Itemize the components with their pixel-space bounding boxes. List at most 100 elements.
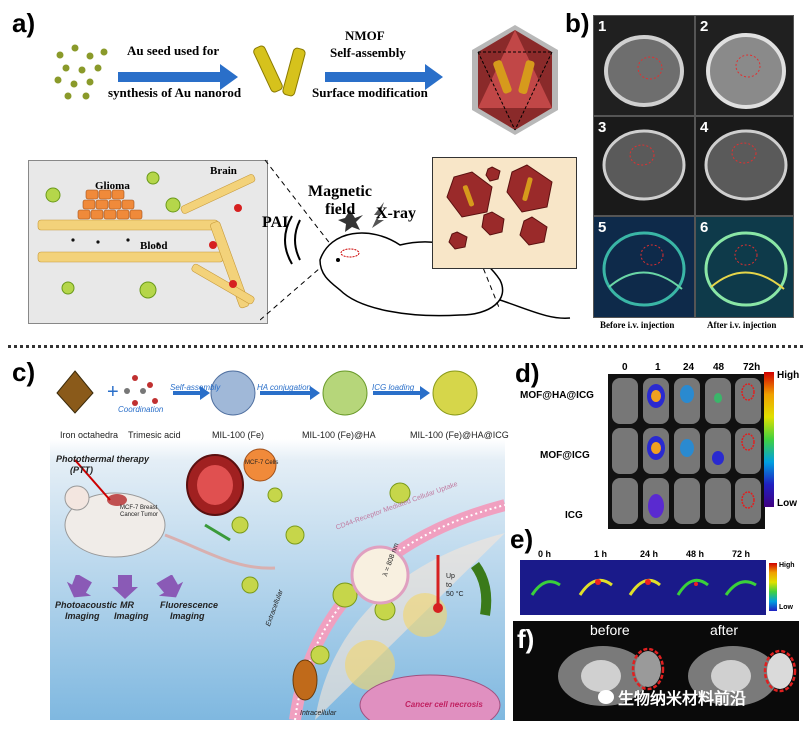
d-fluorescence-grid (612, 378, 761, 524)
d-scale-low: Low (777, 498, 797, 509)
d-timepoint-72h: 72h (743, 362, 761, 373)
temp-label-line1: Up (446, 573, 455, 580)
panel-c-label: c) (12, 357, 36, 387)
d-timepoint-24: 24 (683, 362, 695, 373)
e-timepoint-72: 72 h (732, 549, 751, 559)
synthesis-row: + (56, 370, 478, 416)
e-fluorescence-strip (530, 578, 757, 596)
mri-image-3: 3 (593, 116, 695, 216)
step2-text-line3: Surface modification (312, 85, 428, 100)
imaging-fluorescence-line1: Fluorescence (160, 600, 219, 610)
e-scale-low: Low (779, 604, 793, 611)
f-after-label: after (710, 622, 739, 638)
step-coordination: Coordination (118, 405, 164, 414)
step1-text-line1: Au seed used for (127, 43, 220, 58)
material-trimesic-acid: Trimesic acid (128, 430, 181, 440)
magnetic-label-line1: Magnetic (308, 183, 372, 200)
panel-b-label: b) (565, 8, 590, 38)
pai-label: PAI (262, 214, 289, 231)
tumor-label-line1: MCF-7 Breast (120, 505, 158, 511)
tumor-label-line2: Cancer Tumor (120, 512, 159, 518)
nanorod-2 (282, 47, 306, 97)
xray-label: X-ray (376, 205, 416, 222)
watermark: 生物纳米材料前沿 (598, 685, 746, 709)
d-scale-high: High (777, 370, 800, 381)
imaging-mr-line2: Imaging (114, 611, 149, 621)
glioma-label: Glioma (95, 180, 130, 192)
mri-image-3-number: 3 (598, 119, 607, 136)
panel-f-label: f) (517, 624, 535, 654)
cell-uptake-illustration (231, 482, 505, 720)
step-icg-loading: ICG loading (372, 383, 415, 392)
nmof-octahedron (472, 25, 558, 135)
d-timepoint-1: 1 (655, 362, 661, 373)
mil100-ha-icg-icon (432, 370, 478, 416)
material-mil100-ha: MIL-100 (Fe)@HA (302, 430, 376, 440)
e-image-strip (520, 560, 766, 615)
step2-text-line1: NMOF (345, 28, 385, 43)
mri-image-4-number: 4 (700, 119, 709, 136)
imaging-photoacoustic-line1: Photoacoustic (55, 600, 118, 610)
e-timepoint-0: 0 h (538, 549, 552, 559)
section-divider (8, 345, 803, 348)
imaging-fluorescence-line2: Imaging (170, 611, 205, 621)
mil100-icon (210, 370, 256, 416)
panel-e-label: e) (510, 524, 534, 554)
temp-label-line2: to (446, 582, 452, 589)
material-mil100: MIL-100 (Fe) (212, 430, 265, 440)
mil100-ha-icon (322, 370, 368, 416)
f-mri-images (558, 646, 797, 706)
nanoparticle-inset (432, 157, 577, 269)
panel-a-top-diagram (54, 25, 558, 135)
magnetic-label-line2: field (325, 201, 356, 218)
iron-octahedra-icon (56, 370, 94, 414)
caption-before-injection: Before i.v. injection (600, 320, 675, 330)
step-ha-conjugation: HA conjugation (257, 383, 311, 392)
material-mil100-ha-icg: MIL-100 (Fe)@HA@ICG (410, 430, 509, 440)
necrosis-label: Cancer cell necrosis (405, 700, 483, 709)
ptt-label-line1: Photothermal therapy (56, 454, 150, 464)
arrow-2 (325, 64, 443, 90)
intracellular-label: Intracellular (300, 710, 337, 717)
e-timepoint-48: 48 h (686, 549, 705, 559)
e-scale-high: High (779, 562, 795, 569)
pa-image-6: 6 (695, 216, 794, 318)
mri-image-4: 4 (695, 116, 794, 216)
pa-image-5-number: 5 (598, 219, 607, 236)
e-color-scale (769, 563, 777, 611)
d-color-scale (764, 372, 774, 507)
temp-label-line3: 50 °C (446, 591, 464, 598)
step1-text-line2: synthesis of Au nanorod (108, 85, 242, 100)
svg-text:+: + (107, 381, 119, 403)
arrow-1 (118, 64, 238, 90)
e-timepoint-24: 24 h (640, 549, 659, 559)
au-seed-dots (54, 44, 108, 100)
imaging-photoacoustic-line2: Imaging (65, 611, 100, 621)
trimesic-acid-icon (132, 375, 158, 406)
mcf-cells-label: MCF-7 Cells (245, 460, 279, 466)
ct-image-2: 2 (695, 15, 794, 116)
e-timepoint-1: 1 h (594, 549, 608, 559)
d-row-label-icg: ICG (565, 510, 583, 521)
wechat-icon (598, 690, 614, 704)
blood-label: Blood (140, 240, 168, 252)
d-timepoint-48: 48 (713, 362, 725, 373)
pa-image-5: 5 (593, 216, 695, 318)
panel-a-label: a) (12, 8, 36, 38)
material-iron-octahedra: Iron octahedra (60, 430, 119, 440)
imaging-arrows (66, 575, 184, 599)
step2-text-line2: Self-assembly (330, 45, 406, 60)
step-self-assembly: Self-assembly (170, 383, 221, 392)
d-row-label-mof-icg: MOF@ICG (540, 450, 590, 461)
nanorod-1 (253, 45, 283, 93)
ct-image-2-number: 2 (700, 18, 709, 35)
ct-image-1-number: 1 (598, 18, 607, 35)
f-before-label: before (590, 622, 630, 638)
ptt-label-line2: (PTT) (70, 465, 93, 475)
ct-image-1: 1 (593, 15, 695, 116)
d-row-label-mof-ha-icg: MOF@HA@ICG (520, 390, 594, 401)
nanoparticle-inset-drawing (446, 164, 553, 250)
panel-d-label: d) (515, 358, 540, 388)
imaging-mr-line1: MR (120, 600, 134, 610)
rat-tumor-illustration (64, 448, 277, 570)
